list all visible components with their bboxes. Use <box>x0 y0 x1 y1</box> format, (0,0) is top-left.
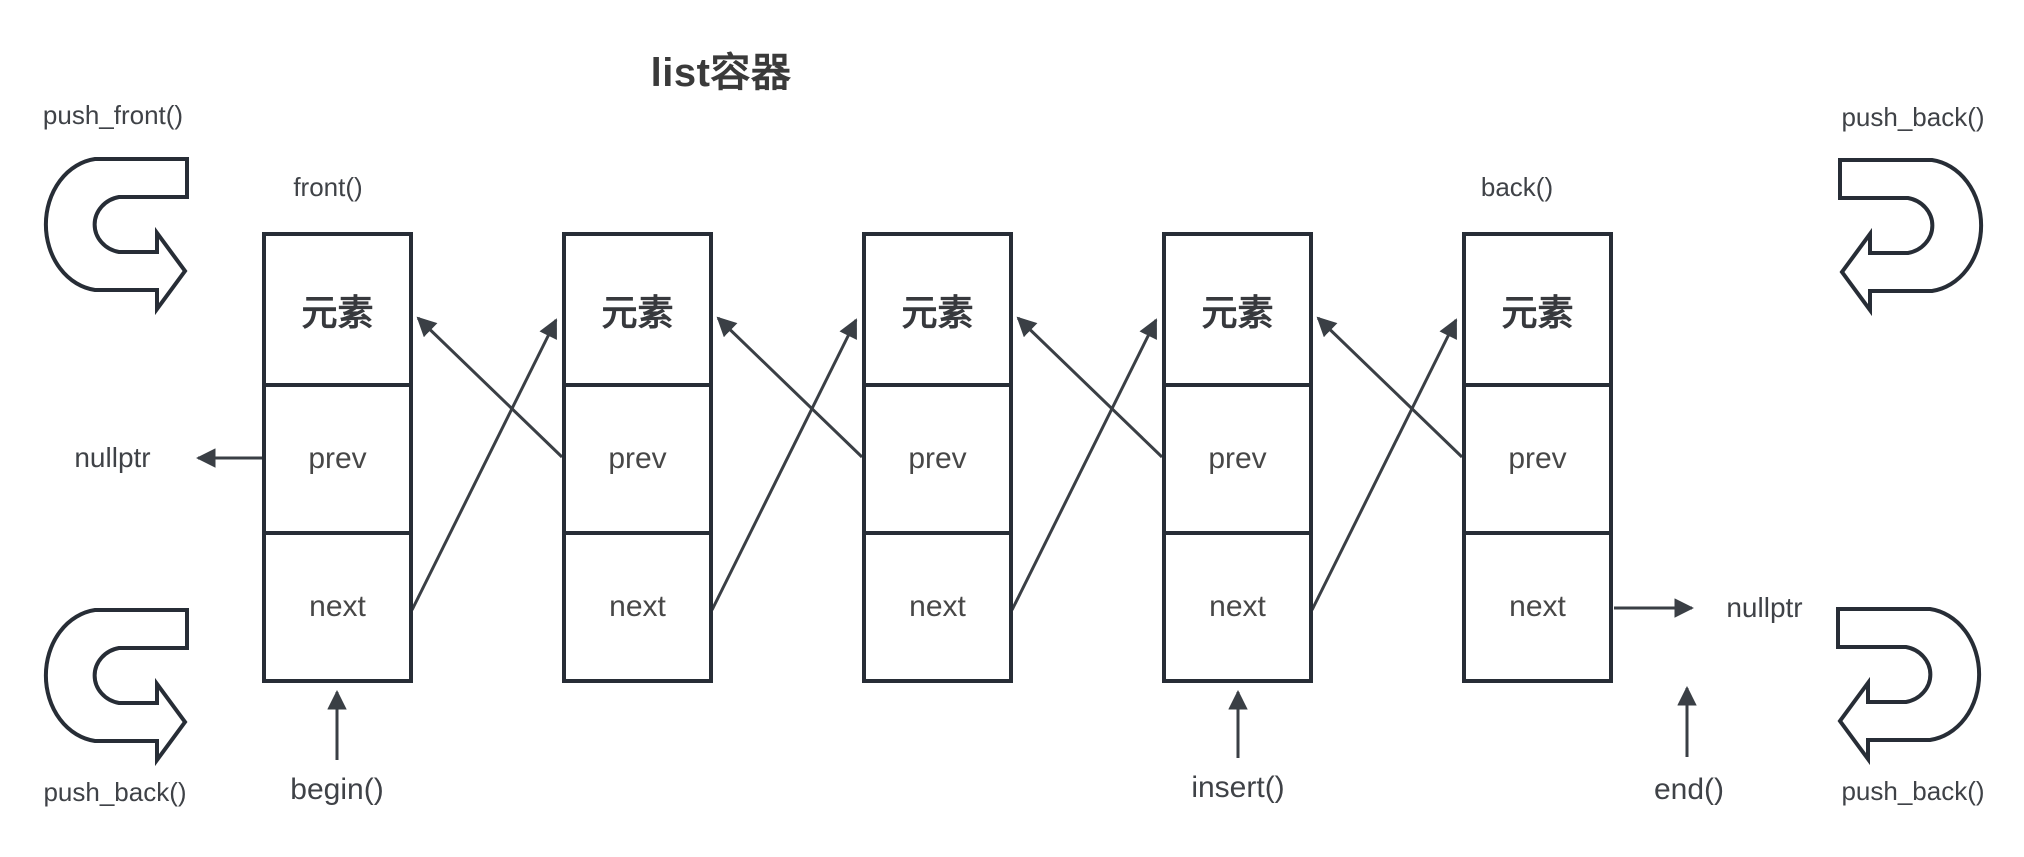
diagram-title: list容器 <box>650 51 792 95</box>
push-front-uturn-arrow-icon <box>43 157 189 316</box>
element-cell: 元素 <box>1201 291 1274 333</box>
push-back-bottom-right-uturn-arrow-icon <box>1836 607 1982 766</box>
prev-cell: prev <box>266 383 409 531</box>
next-cell: next <box>566 531 709 679</box>
front-label: front() <box>293 172 363 202</box>
list-node-5: 元素 prev next <box>1462 232 1613 683</box>
list-node-3: 元素 prev next <box>862 232 1013 683</box>
arrow-node2-prev-to-node1-element <box>416 316 564 459</box>
element-cell: 元素 <box>301 291 374 333</box>
insert-label: insert() <box>1191 771 1285 804</box>
element-cell: 元素 <box>601 291 674 333</box>
begin-label: begin() <box>290 773 384 806</box>
list-node-1: 元素 prev next <box>262 232 413 683</box>
next-cell: next <box>866 531 1009 679</box>
arrow-node3-next-to-node4-element <box>1010 318 1158 611</box>
next-cell: next <box>266 531 409 679</box>
element-cell: 元素 <box>901 291 974 333</box>
list-node-2: 元素 prev next <box>562 232 713 683</box>
next-cell: next <box>1166 531 1309 679</box>
element-cell: 元素 <box>1501 291 1574 333</box>
arrow-node2-next-to-node3-element <box>710 318 858 611</box>
push-back-bottom-left-label: push_back() <box>43 777 187 807</box>
end-label: end() <box>1653 773 1725 806</box>
prev-cell: prev <box>1466 383 1609 531</box>
arrow-node1-next-to-node2-element <box>410 318 558 611</box>
push-back-top-right-uturn-arrow-icon <box>1838 158 1984 317</box>
arrow-node4-next-to-node5-element <box>1310 318 1458 611</box>
nullptr-left-label: nullptr <box>74 442 151 473</box>
list-node-4: 元素 prev next <box>1162 232 1313 683</box>
arrow-node4-prev-to-node3-element <box>1016 316 1164 459</box>
next-cell: next <box>1466 531 1609 679</box>
arrow-node3-prev-to-node2-element <box>716 316 864 459</box>
prev-cell: prev <box>1166 383 1309 531</box>
arrow-node5-prev-to-node4-element <box>1316 316 1464 459</box>
push-front-label: push_front() <box>42 100 184 130</box>
back-label: back() <box>1480 172 1554 202</box>
push-back-top-right-label: push_back() <box>1841 102 1985 132</box>
prev-cell: prev <box>566 383 709 531</box>
push-back-bottom-left-uturn-arrow-icon <box>43 608 189 767</box>
prev-cell: prev <box>866 383 1009 531</box>
push-back-bottom-right-label: push_back() <box>1841 776 1985 806</box>
nullptr-right-label: nullptr <box>1726 592 1803 623</box>
